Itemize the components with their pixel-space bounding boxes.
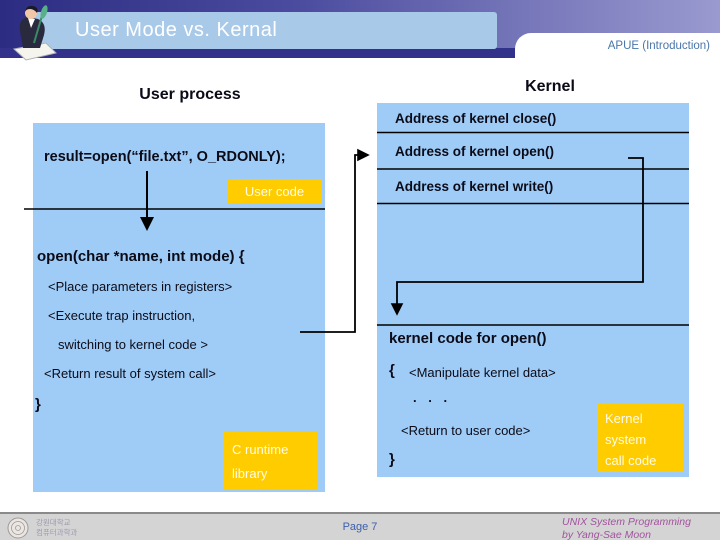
open-function-signature: open(char *name, int mode) { <box>37 248 245 265</box>
place-parameters-line: <Place parameters in registers> <box>48 279 233 294</box>
user-code-label: User code <box>228 179 321 203</box>
department-name: 강원대학교 컴퓨터과학과 <box>36 518 78 537</box>
kernel-table-row-open: Address of kernel open() <box>395 143 555 159</box>
slide-title: User Mode vs. Kernal <box>75 19 278 41</box>
user-process-heading: User process <box>139 86 241 103</box>
kernel-table-row-write: Address of kernel write() <box>395 179 554 194</box>
ellipsis-line: . . . <box>413 390 452 405</box>
course-tag-card: APUE (Introduction) <box>515 33 720 58</box>
course-tag: APUE (Introduction) <box>607 40 710 52</box>
university-seal-icon <box>7 517 29 539</box>
c-runtime-library-label: C runtime library <box>223 432 318 489</box>
execute-trap-line: <Execute trap instruction, <box>48 308 196 323</box>
kernel-table-row-close: Address of kernel close() <box>395 110 557 126</box>
return-result-line: <Return result of system call> <box>44 366 216 381</box>
return-to-user-line: <Return to user code> <box>401 423 531 438</box>
kernel-open-brace: { <box>389 362 395 379</box>
kernel-closing-brace: } <box>389 451 395 468</box>
writer-clipart-icon <box>12 5 57 61</box>
kernel-syscall-label: Kernel system call code <box>597 404 683 472</box>
course-credit: UNIX System Programming by Yang-Sae Moon <box>562 516 691 540</box>
page-number: Page 7 <box>342 521 378 533</box>
title-banner: User Mode vs. Kernal <box>30 12 497 49</box>
open-call-statement: result=open(“file.txt”, O_RDONLY); <box>44 149 286 165</box>
manipulate-kernel-data-line: <Manipulate kernel data> <box>409 365 556 380</box>
kernel-heading: Kernel <box>525 78 575 95</box>
switch-kernel-line: switching to kernel code > <box>58 337 208 352</box>
header-underline-strip <box>0 48 516 58</box>
footer-bar: 강원대학교 컴퓨터과학과 Page 7 UNIX System Programm… <box>0 512 720 540</box>
kernel-code-title: kernel code for open() <box>389 330 547 347</box>
user-closing-brace: } <box>35 396 41 413</box>
